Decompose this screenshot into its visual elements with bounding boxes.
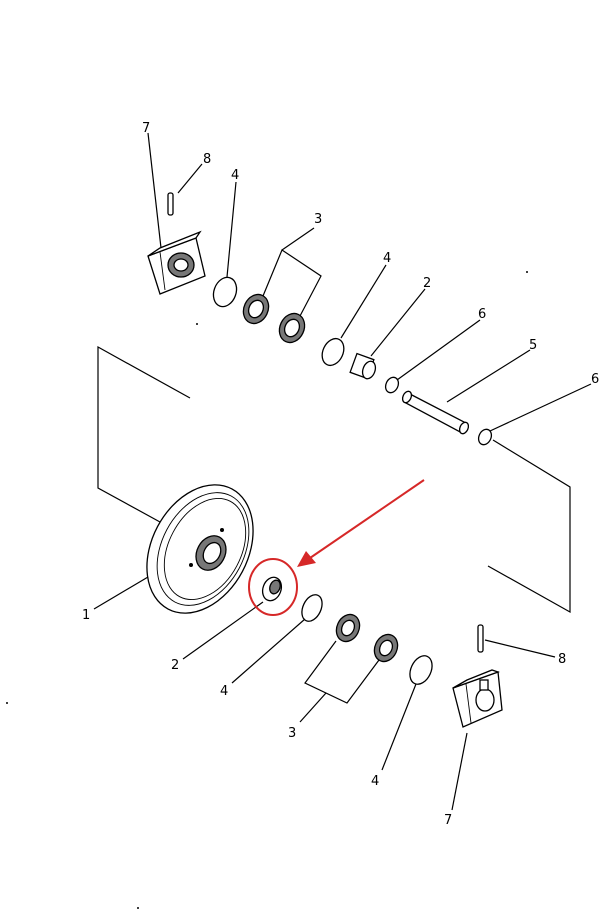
- highlight-annotation: [248, 479, 425, 616]
- callout-6-upper: 6: [478, 307, 486, 322]
- o-ring-upper-1: [212, 276, 238, 308]
- callout-2-top: 2: [423, 276, 431, 291]
- o-ring-lower-2: [409, 655, 433, 685]
- seal-lower-1: [335, 613, 361, 643]
- highlight-circle: [248, 558, 298, 616]
- callout-7-bottom: 7: [444, 813, 452, 828]
- callout-4-bottom-left: 4: [220, 684, 228, 699]
- shaft: [401, 390, 470, 435]
- callout-labels: 7 8 4 3 4 2 6 5 6 1 2 4 3 4 8 7: [82, 121, 599, 828]
- o-ring-small-lower: [477, 428, 493, 446]
- seal-upper-2: [278, 312, 306, 344]
- callout-1: 1: [82, 608, 90, 623]
- seal-lower-2: [373, 633, 399, 663]
- callout-8-bottom: 8: [558, 652, 566, 667]
- pin-lower: [477, 624, 484, 653]
- callout-3-top: 3: [314, 212, 322, 227]
- o-ring-small-upper: [384, 376, 400, 394]
- bushing-lower: [261, 576, 283, 602]
- callout-4-bottom-right: 4: [371, 774, 379, 789]
- callout-2-bottom: 2: [171, 658, 179, 673]
- bracket-lower: [452, 669, 503, 728]
- callout-3-bottom: 3: [288, 726, 296, 741]
- callout-7-top: 7: [142, 121, 150, 136]
- highlight-arrow-head: [297, 551, 316, 567]
- callout-6-lower: 6: [591, 372, 599, 387]
- idler-wheel: [146, 484, 254, 614]
- o-ring-upper-2: [321, 337, 345, 367]
- highlight-arrow-shaft: [309, 479, 425, 559]
- bushing-upper: [349, 352, 377, 380]
- leader-lines: [93, 132, 592, 811]
- callout-5: 5: [529, 338, 537, 353]
- scan-specks: [6, 271, 528, 909]
- pin-top: [167, 192, 174, 216]
- callout-4-top-left: 4: [231, 168, 239, 183]
- o-ring-lower-1: [301, 594, 323, 622]
- callout-8-top: 8: [203, 152, 211, 167]
- callout-4-top-right: 4: [383, 251, 391, 266]
- assembly-frame-lines: [97, 345, 571, 614]
- bracket-top: [147, 230, 206, 295]
- seal-upper-1: [242, 293, 270, 325]
